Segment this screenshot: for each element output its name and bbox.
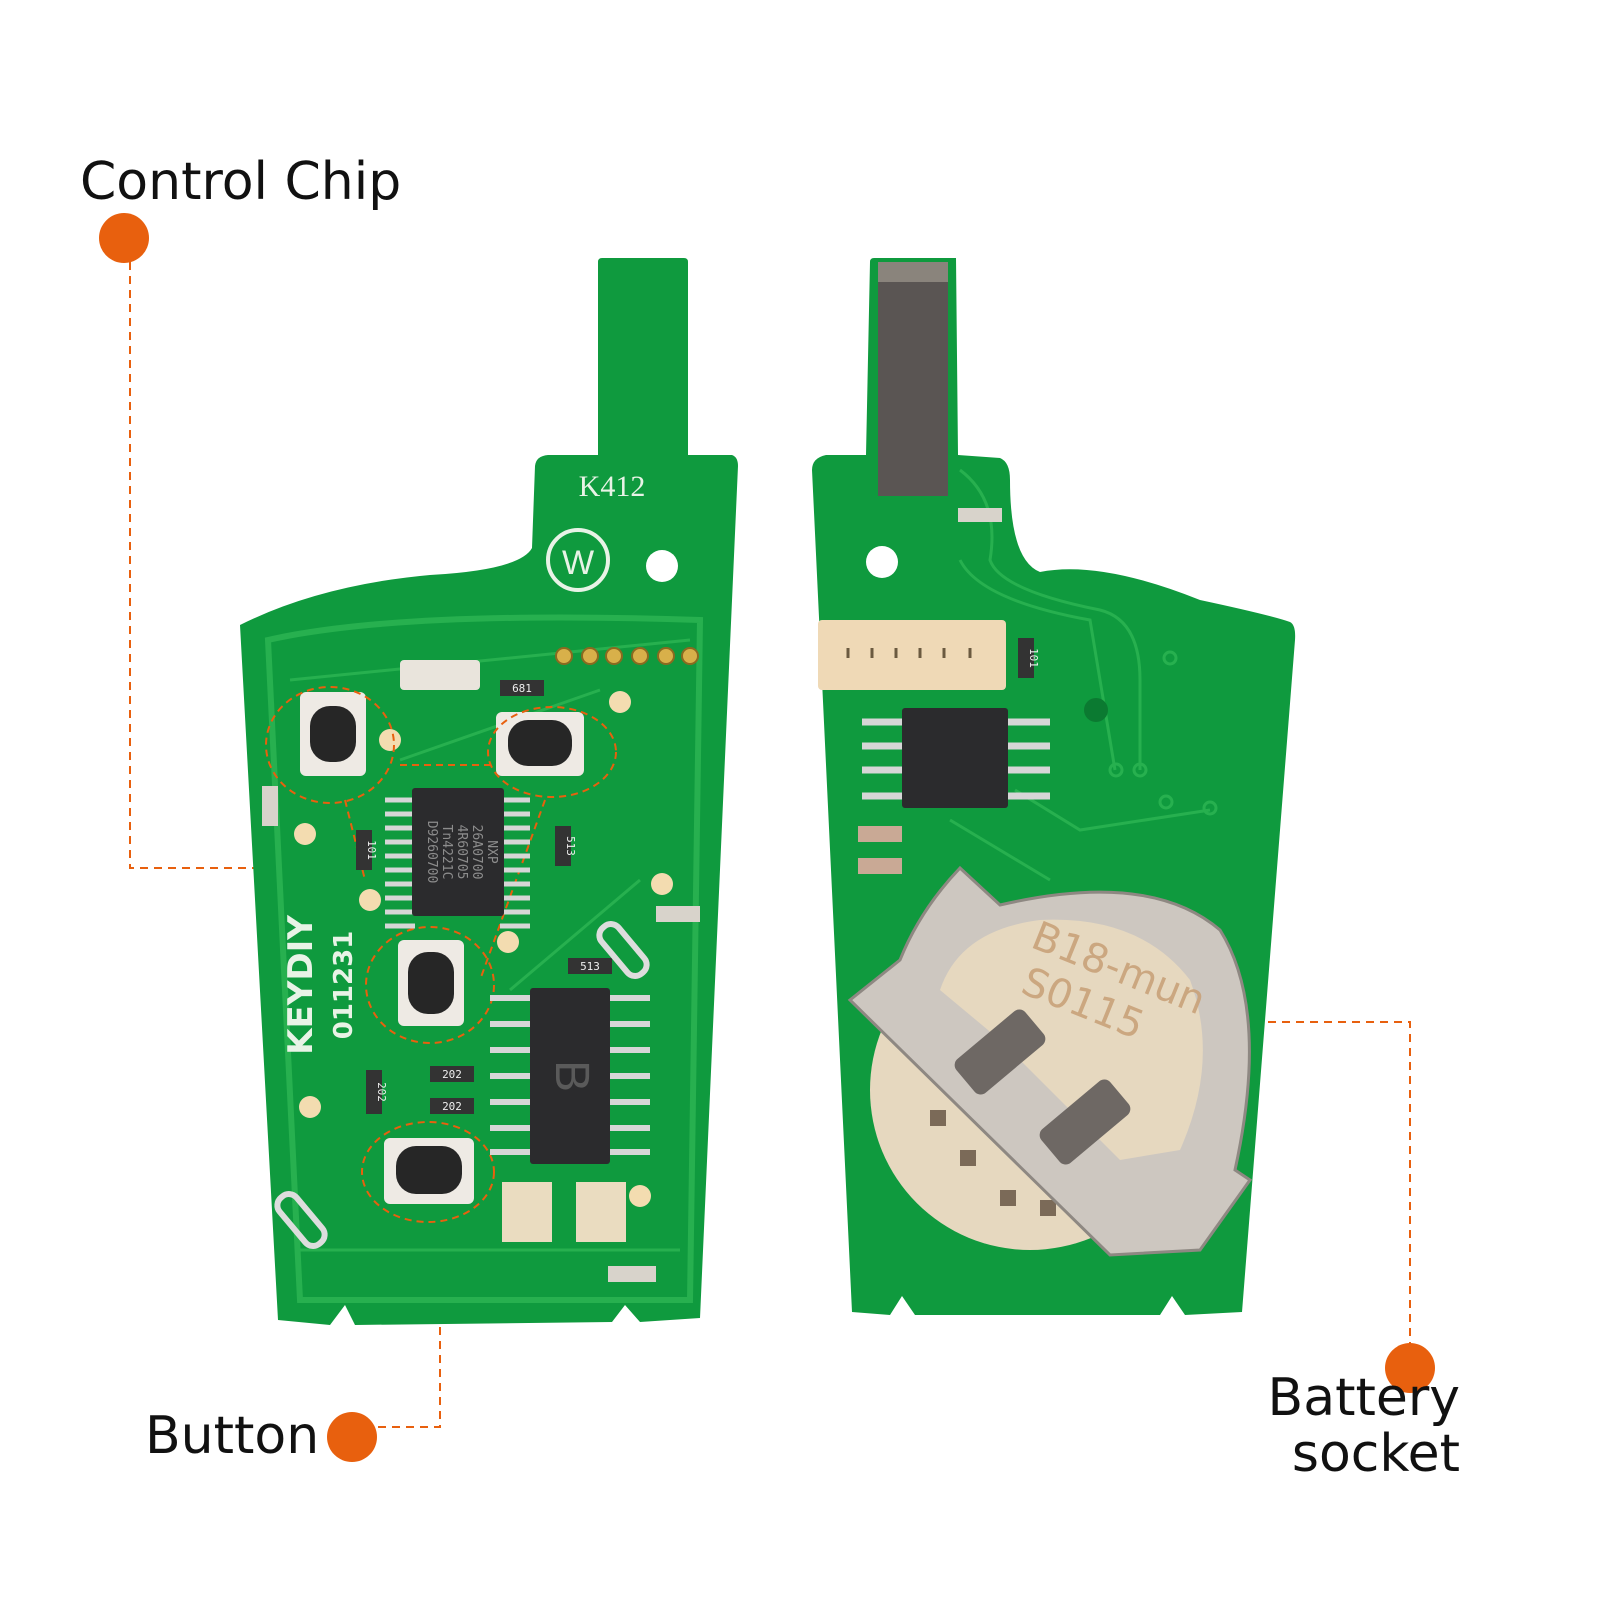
driver-chip-mark: B xyxy=(545,1060,598,1092)
eeprom-chip xyxy=(862,708,1050,808)
resistor-label: 202 xyxy=(375,1082,388,1102)
led xyxy=(400,660,480,690)
pcb-back: 101 B18-mun S0115 xyxy=(812,258,1296,1315)
battery-socket-marker xyxy=(1385,1343,1435,1393)
chip-text: D9260700 xyxy=(424,821,439,884)
brand-label: KEYDIY xyxy=(281,915,321,1055)
chip-text: Tn4221C xyxy=(439,825,454,880)
mount-hole xyxy=(866,546,898,578)
mount-hole xyxy=(646,550,678,582)
svg-text:W: W xyxy=(562,544,594,582)
battery-socket-label: Battery socket xyxy=(1268,1370,1460,1482)
tactile-buttons xyxy=(300,692,584,1204)
board-code: 011231 xyxy=(329,931,359,1040)
battery-socket: B18-mun S0115 xyxy=(847,865,1253,1257)
w-logo xyxy=(546,528,610,592)
control-chip-label: Control Chip xyxy=(80,152,402,212)
control-chip-marker xyxy=(99,213,149,263)
resistor-label: 101 xyxy=(1027,648,1040,668)
button-marker xyxy=(327,1412,377,1462)
resistor-label: 681 xyxy=(512,682,532,695)
connector xyxy=(818,620,1006,690)
resistor-label: 202 xyxy=(442,1068,462,1081)
control-chip: NXP 26A0700 4R60705 Tn4221C D9260700 xyxy=(385,788,530,929)
resistor-label: 513 xyxy=(564,836,577,856)
driver-chip: B xyxy=(490,988,650,1164)
resistor-label: 101 xyxy=(365,840,378,860)
chip-text: NXP xyxy=(484,840,499,864)
pcb-front: W K412 NXP xyxy=(240,258,738,1325)
header-pads xyxy=(555,647,699,665)
button-label: Button xyxy=(145,1406,320,1466)
chip-text: 26A0700 xyxy=(469,825,484,880)
resistor-label: 202 xyxy=(442,1100,462,1113)
model-label: K412 xyxy=(579,470,646,503)
battery-leader xyxy=(1268,1021,1411,1345)
resistor-label: 513 xyxy=(580,960,600,973)
antenna-coil xyxy=(878,262,948,496)
battery-label-line1: Battery xyxy=(1267,1368,1460,1428)
chip-text: 4R60705 xyxy=(454,825,469,880)
battery-label-line2: socket xyxy=(1291,1424,1460,1484)
